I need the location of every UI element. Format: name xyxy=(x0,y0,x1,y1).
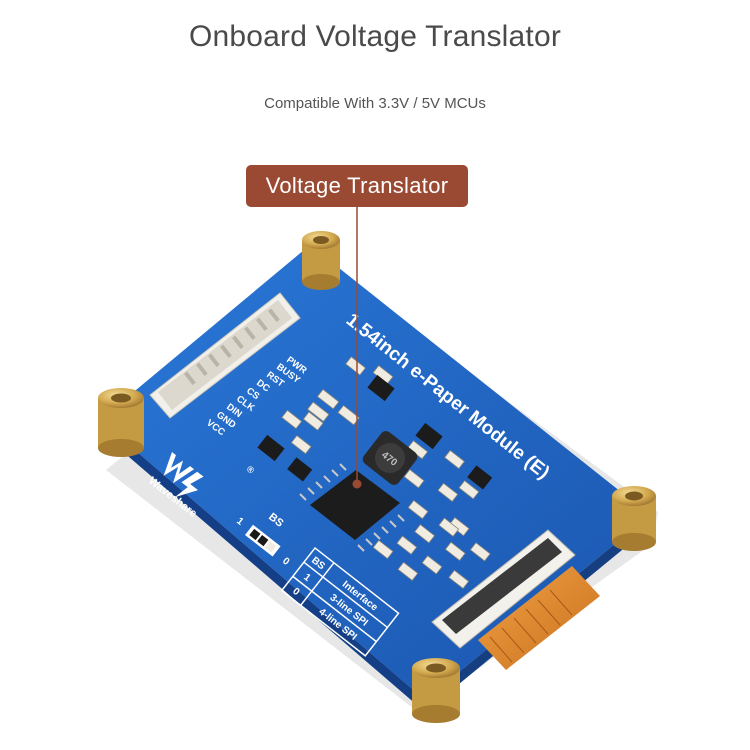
standoff-bottom xyxy=(412,658,460,723)
bs-switch-left-label: 1 xyxy=(234,516,246,528)
page-subtitle: Compatible With 3.3V / 5V MCUs xyxy=(264,95,486,112)
inductor: 470 xyxy=(362,431,418,485)
callout-target-dot xyxy=(352,479,362,489)
bs-table-row2-bs: 0 xyxy=(290,586,302,598)
standoff-top xyxy=(302,231,340,290)
voltage-translator-ic xyxy=(299,463,405,552)
fpc-connector xyxy=(431,529,600,670)
flex-cable xyxy=(478,566,600,670)
page-title: Onboard Voltage Translator xyxy=(188,20,562,53)
transistors xyxy=(257,374,493,490)
pin-header-connector xyxy=(149,292,301,419)
bs-switch-right-label: 0 xyxy=(280,556,292,568)
bs-table-row1-bs: 1 xyxy=(301,572,313,584)
standoff-left xyxy=(98,388,144,457)
standoff-right xyxy=(612,486,656,551)
smd-passives xyxy=(281,356,491,590)
voltage-translator-callout: Voltage Translator xyxy=(246,165,468,207)
svg-text:®: ® xyxy=(245,464,257,476)
